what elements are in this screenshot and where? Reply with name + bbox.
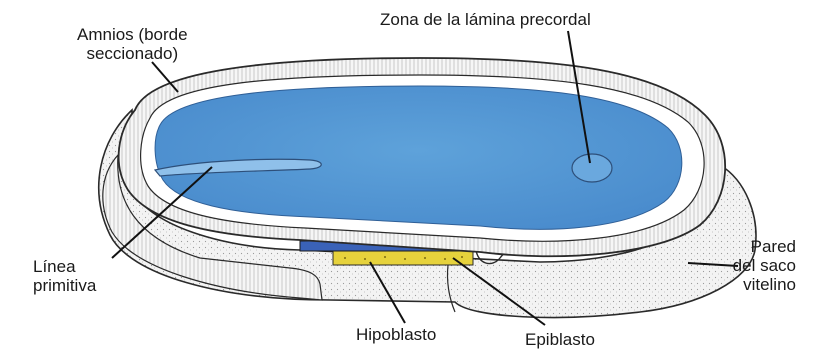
- label-pared-line2: del saco: [716, 256, 796, 275]
- label-amnios-line1: Amnios (borde: [77, 25, 188, 44]
- label-hipoblasto: Hipoblasto: [356, 325, 436, 344]
- label-linea-line2: primitiva: [33, 276, 96, 295]
- hypoblast-band: [333, 251, 473, 265]
- label-pared-line1: Pared: [716, 237, 796, 256]
- label-amnios-line2: seccionado): [77, 44, 188, 63]
- prechordal-plate: [572, 154, 612, 182]
- label-pared-saco: Pared del saco vitelino: [716, 237, 796, 294]
- label-epiblasto: Epiblasto: [525, 330, 595, 349]
- label-pared-line3: vitelino: [716, 275, 796, 294]
- label-linea-line1: Línea: [33, 257, 96, 276]
- label-amnios: Amnios (borde seccionado): [77, 25, 188, 63]
- label-linea-primitiva: Línea primitiva: [33, 257, 96, 295]
- label-precordal: Zona de la lámina precordal: [380, 10, 591, 29]
